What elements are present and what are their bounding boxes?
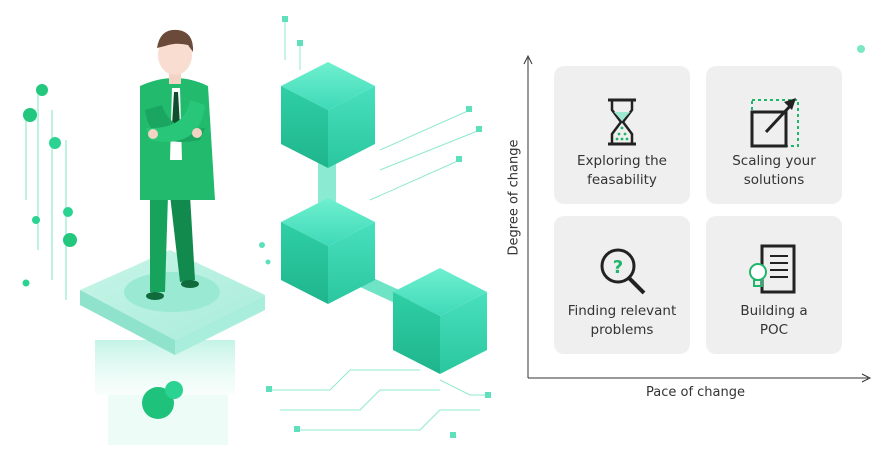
illustration xyxy=(22,16,491,445)
circuit-nodes xyxy=(259,16,491,438)
svg-text:?: ? xyxy=(613,257,623,278)
circuit-lines xyxy=(270,20,490,431)
platform-reflection xyxy=(95,340,235,445)
card-finding-problems: ? Finding relevant problems xyxy=(554,216,690,354)
y-axis-label: Degree of change xyxy=(506,139,522,256)
platform xyxy=(80,250,265,355)
change-matrix: Degree of change Pace of change Explorin… xyxy=(500,40,889,420)
decorative-dot xyxy=(857,45,865,53)
x-axis-label: Pace of change xyxy=(646,385,746,400)
hourglass-icon xyxy=(608,98,636,146)
magnifier-question-icon: ? xyxy=(600,248,646,295)
blockchain-cubes xyxy=(281,62,487,374)
matrix-axes xyxy=(523,54,872,383)
businessman-figure xyxy=(140,29,215,300)
card-label: Exploring the feasability xyxy=(577,153,667,188)
card-building-poc: Building a POC xyxy=(706,216,842,354)
card-scaling-solutions: Scaling your solutions xyxy=(706,66,842,204)
card-label: Finding relevant problems xyxy=(567,303,677,338)
scale-expand-icon xyxy=(750,98,799,148)
card-label: Building a POC xyxy=(740,303,808,338)
card-exploring-feasibility: Exploring the feasability xyxy=(554,66,690,204)
card-label: Scaling your solutions xyxy=(732,153,816,188)
document-lightbulb-icon xyxy=(749,244,796,294)
decorative-dots-left xyxy=(22,84,77,300)
